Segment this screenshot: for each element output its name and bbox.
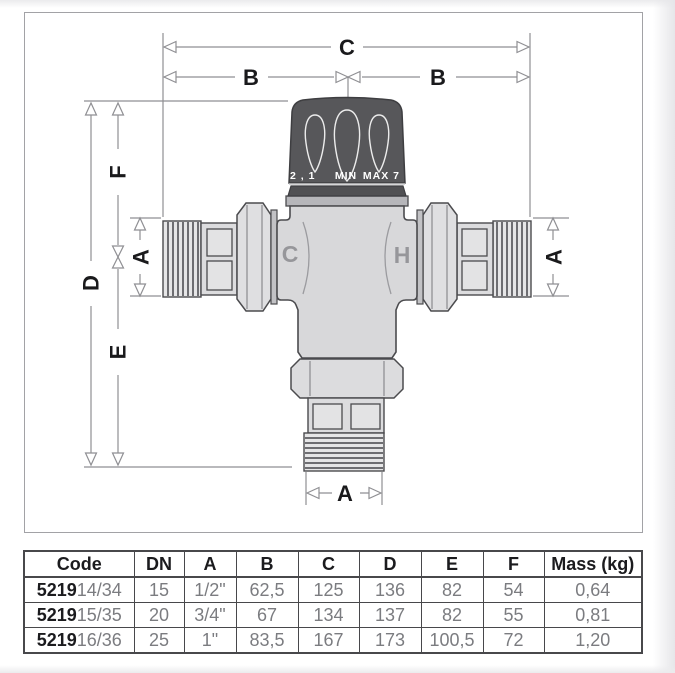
knob-scale-min: MIN (335, 170, 357, 182)
cell-code: 521916/36 (23, 627, 135, 654)
cell-e: 100,5 (420, 627, 484, 654)
dim-label-e: E (106, 345, 131, 360)
cell-dn: 25 (133, 627, 185, 654)
body-contour-right (384, 221, 392, 295)
dim-label-a-left: A (129, 249, 154, 265)
code-suffix: 16/36 (76, 630, 122, 650)
knob-grip-left (304, 114, 326, 174)
table-row: 521915/35 20 3/4" 67 134 137 82 55 0,81 (23, 602, 643, 628)
thermostatic-knob: 2 , 1 MIN MAX 7 (287, 96, 407, 197)
dim-label-f: F (106, 165, 131, 178)
cell-f: 54 (482, 576, 545, 603)
body-contour-left (302, 221, 310, 295)
thread-ridges-left (167, 222, 199, 296)
cell-d: 173 (358, 627, 422, 654)
dim-label-a-bottom: A (337, 481, 353, 506)
dim-label-b-left: B (243, 65, 259, 90)
cell-c: 125 (297, 576, 360, 603)
valve-port-right (416, 202, 532, 312)
col-header-d: D (358, 550, 422, 578)
dimension-f-e: F E (106, 101, 131, 467)
cell-e: 82 (420, 576, 484, 603)
col-header-f: F (482, 550, 545, 578)
cell-b: 62,5 (235, 576, 299, 603)
knob-grip-right (368, 114, 390, 174)
code-suffix: 15/35 (76, 605, 122, 625)
cell-e: 82 (420, 602, 484, 628)
cell-d: 136 (358, 576, 422, 603)
knob-locking-ring (285, 195, 409, 207)
cell-b: 67 (235, 602, 299, 628)
cell-a: 1" (183, 627, 237, 654)
dimension-a-bottom: A (305, 481, 383, 506)
valve-technical-drawing: C B B D F E A A (79, 33, 569, 506)
spec-table: Code DN A B C D E F Mass (kg) 521914/34 … (23, 550, 643, 654)
cell-dn: 15 (133, 576, 185, 603)
cell-c: 167 (297, 627, 360, 654)
gasket-right (416, 209, 424, 305)
valve-port-bottom (290, 358, 404, 472)
cell-mass: 0,64 (543, 576, 643, 603)
thread-ridges-bottom (305, 437, 383, 469)
cell-a: 3/4" (183, 602, 237, 628)
dimension-b: B B (162, 65, 531, 90)
cell-c: 134 (297, 602, 360, 628)
col-header-c: C (297, 550, 360, 578)
cell-code: 521915/35 (23, 602, 135, 628)
knob-scale-max: MAX 7 (363, 170, 400, 182)
cell-b: 83,5 (235, 627, 299, 654)
col-header-code: Code (23, 550, 135, 578)
cell-code: 521914/34 (23, 576, 135, 603)
dimension-a-left: A (129, 216, 154, 298)
cold-inlet-label: C (282, 241, 299, 267)
col-header-mass: Mass (kg) (543, 550, 643, 578)
union-nut-bottom (290, 358, 404, 399)
cell-a: 1/2" (183, 576, 237, 603)
cell-d: 137 (358, 602, 422, 628)
table-row: 521914/34 15 1/2" 62,5 125 136 82 54 0,6… (23, 576, 643, 603)
gasket-left (270, 209, 278, 305)
col-header-a: A (183, 550, 237, 578)
table-header-row: Code DN A B C D E F Mass (kg) (23, 550, 643, 578)
dimension-a-right: A (542, 216, 567, 298)
code-prefix: 5219 (36, 580, 77, 600)
code-prefix: 5219 (36, 605, 77, 625)
page-edge-shading-bottom (0, 665, 675, 673)
dimension-d: D (79, 101, 104, 467)
cell-f: 72 (482, 627, 545, 654)
union-nut-left (236, 202, 272, 312)
knob-base (287, 185, 407, 197)
union-nut-right (422, 202, 458, 312)
col-header-e: E (420, 550, 484, 578)
cell-f: 55 (482, 602, 545, 628)
dim-label-d: D (79, 275, 104, 291)
col-header-b: B (235, 550, 299, 578)
table-row: 521916/36 25 1" 83,5 167 173 100,5 72 1,… (23, 627, 643, 654)
extension-lines (84, 33, 569, 505)
col-header-dn: DN (133, 550, 185, 578)
dim-label-c: C (339, 35, 355, 60)
cell-dn: 20 (133, 602, 185, 628)
cell-mass: 1,20 (543, 627, 643, 654)
dim-label-b-right: B (430, 65, 446, 90)
knob-scale-left: 2 , 1 (290, 170, 315, 182)
code-suffix: 14/34 (76, 580, 122, 600)
hot-inlet-label: H (394, 242, 411, 268)
knob-grip-center (333, 109, 361, 182)
code-prefix: 5219 (36, 630, 77, 650)
valve-body: C H (276, 195, 418, 359)
dimension-c: C (162, 35, 531, 60)
dim-label-a-right: A (542, 249, 567, 265)
cell-mass: 0,81 (543, 602, 643, 628)
thread-ridges-right (496, 222, 528, 296)
valve-port-left (162, 202, 278, 312)
